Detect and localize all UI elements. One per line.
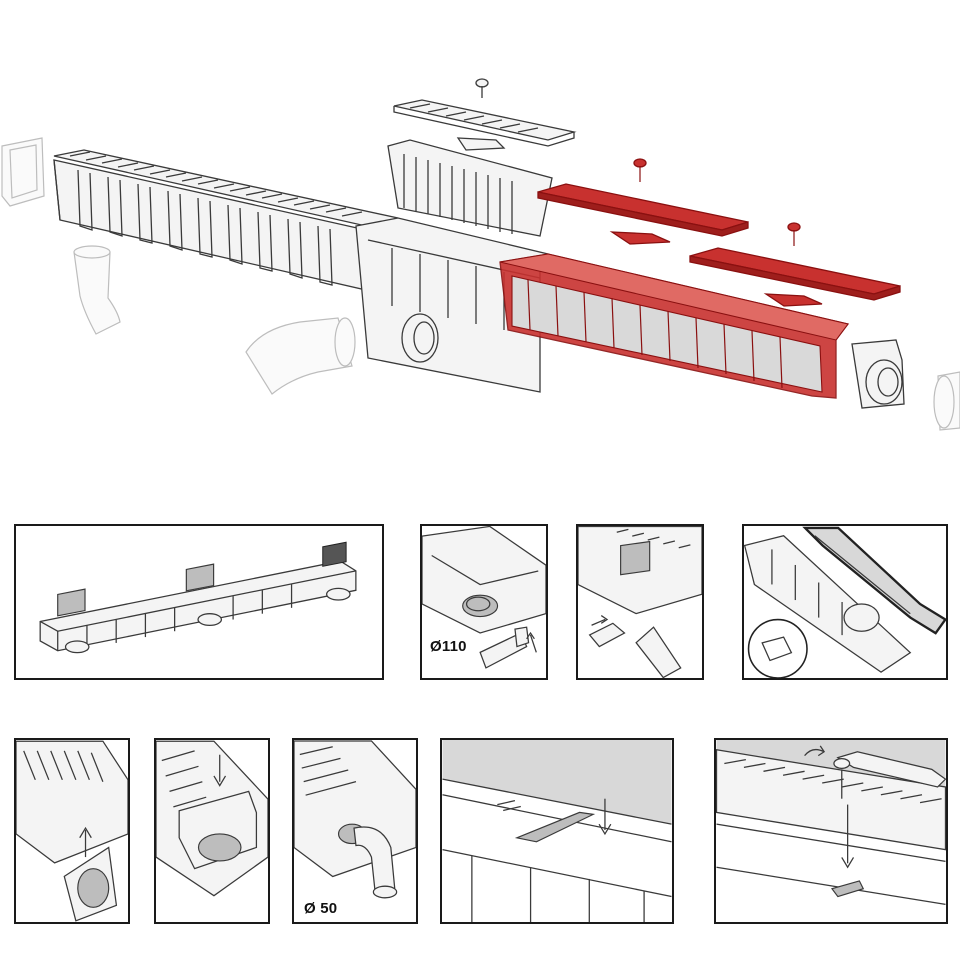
basin-outlet-hole [401,313,439,363]
end-cap-right-outlet [851,339,905,409]
outlet-pipe-right [933,371,960,431]
highlighted-grating-2-screw [787,222,801,246]
highlighted-grating-2 [689,247,901,301]
elbow-pipe-horizontal [245,317,356,395]
basin-grating-screw [475,78,489,98]
panel-channel-overview [14,524,384,680]
highlighted-channel-body [499,253,850,399]
panel-end-cap-vertical-outlet [154,738,270,924]
panel-outlet-110: Ø110 [420,524,548,680]
highlighted-grating-1-clip [609,231,671,245]
highlighted-grating-2-clip [763,293,823,307]
highlighted-grating-1-screw [633,158,647,182]
panel-end-cap-insert [576,524,704,680]
panel-cutting-saw [742,524,948,680]
outlet-diameter-50-label: Ø 50 [304,900,338,917]
highlighted-grating-1 [537,183,749,237]
strainer-basket [387,139,553,237]
basin-grating-clip [456,137,506,151]
elbow-pipe-vertical [73,245,121,335]
panel-grating-screw-fastening [714,738,948,924]
panel-grating-clip-install [440,738,674,924]
long-channel-grating [53,149,399,227]
panel-end-cap-outlet-fitting [14,738,130,924]
exploded-assembly-view [1,78,960,431]
basin-grating [393,99,577,147]
end-cap-left [1,137,45,207]
panel-outlet-50: Ø 50 [292,738,418,924]
outlet-diameter-110-label: Ø110 [430,638,467,655]
